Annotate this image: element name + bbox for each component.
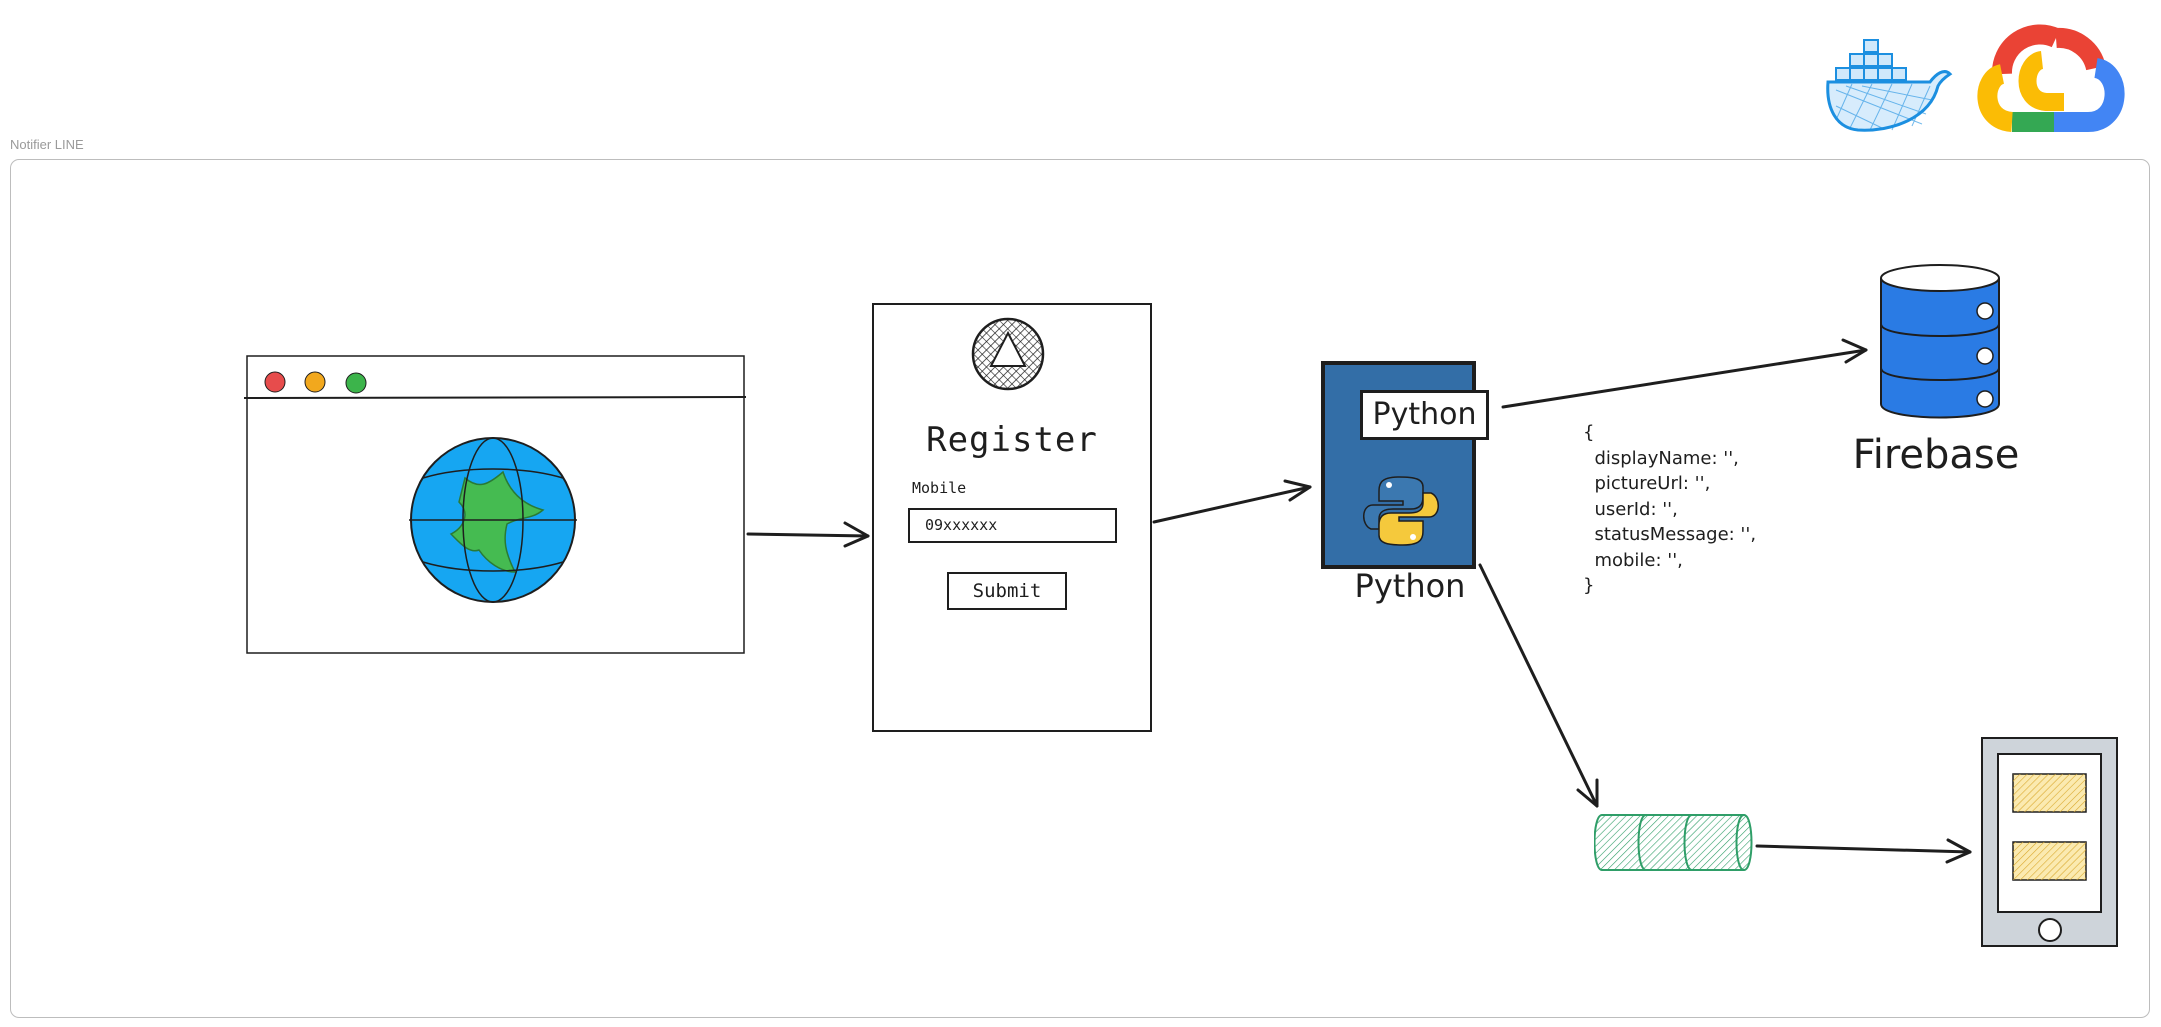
arrow-python-to-queue	[1478, 563, 1599, 808]
payload-line: pictureUrl: '',	[1583, 473, 1711, 494]
payload-line: displayName: '',	[1583, 447, 1739, 469]
arrow-browser-to-form	[746, 521, 870, 548]
firebase-label: Firebase	[1852, 432, 2020, 478]
mobile-label: Mobile	[912, 479, 967, 497]
docker-icon	[1826, 39, 1953, 132]
window-dot-green	[345, 372, 367, 394]
arrow-form-to-python	[1152, 479, 1312, 524]
python-caption: Python	[1354, 567, 1466, 605]
payload-line: userId: '',	[1583, 498, 1678, 520]
payload-line: statusMessage: '',	[1583, 524, 1757, 545]
frame-label: Notifier LINE	[10, 137, 84, 152]
payload-line: {	[1583, 422, 1595, 443]
arrow-queue-to-phone	[1755, 838, 1972, 864]
python-logo-icon	[1363, 476, 1439, 546]
payload-line: }	[1583, 575, 1595, 596]
submit-button[interactable]: Submit	[947, 572, 1067, 610]
window-dot-yellow	[304, 371, 326, 393]
diagram-frame	[10, 159, 2150, 1018]
python-box-label: Python	[1360, 390, 1489, 440]
payload-line: mobile: '',	[1583, 549, 1683, 571]
app-logo-icon	[971, 317, 1045, 391]
mobile-phone-icon	[1981, 737, 2118, 947]
database-icon	[1880, 264, 2000, 419]
queue-icon	[1594, 814, 1753, 871]
browser-window-icon	[244, 355, 747, 654]
globe-icon	[409, 437, 577, 603]
payload-json: { displayName: '', pictureUrl: '', userI…	[1583, 420, 1756, 599]
arrow-python-to-firebase	[1501, 338, 1868, 409]
register-title: Register	[926, 420, 1098, 460]
window-dot-red	[264, 371, 286, 393]
mobile-input[interactable]: 09xxxxxx	[908, 508, 1117, 543]
google-cloud-icon	[1977, 24, 2125, 132]
